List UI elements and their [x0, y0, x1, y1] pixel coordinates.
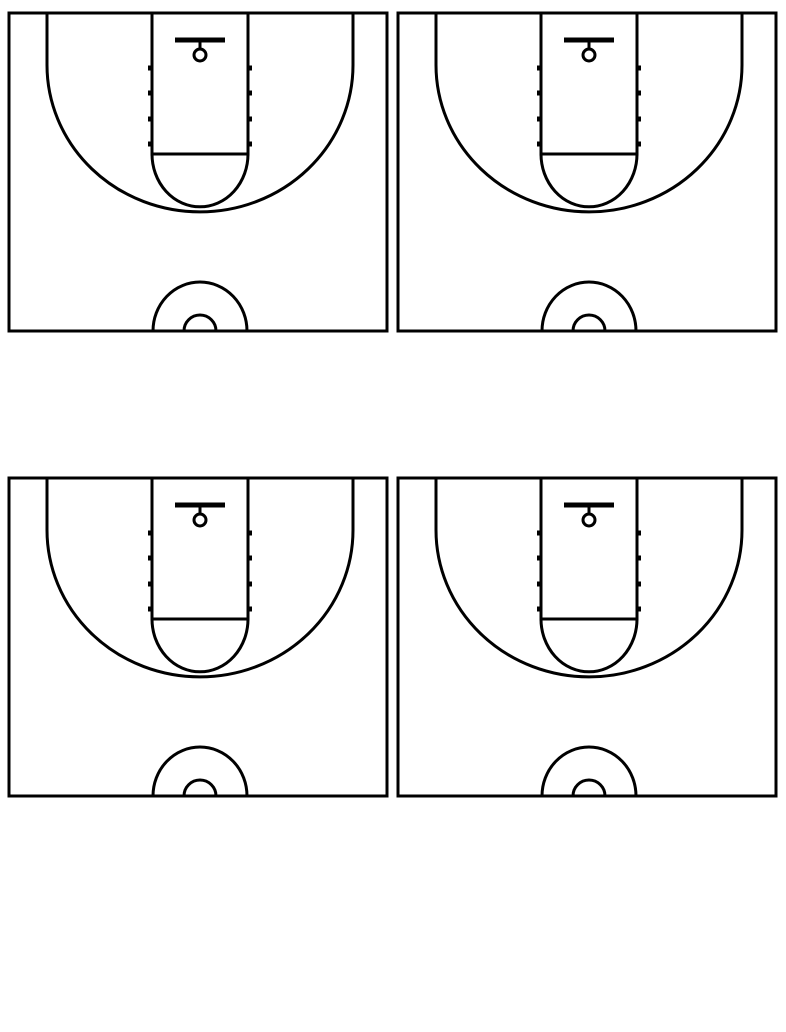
center-circle-inner: [571, 313, 607, 332]
free-throw-semicircle: [150, 153, 250, 209]
free-throw-lane: [150, 13, 250, 156]
center-circle-inner: [571, 778, 607, 797]
center-circle-inner: [182, 778, 218, 797]
free-throw-semicircle: [150, 618, 250, 674]
rim: [192, 512, 208, 528]
free-throw-lane: [150, 478, 250, 621]
three-point-line: [45, 478, 355, 679]
court-boundary: [7, 11, 389, 333]
three-point-line: [434, 478, 744, 679]
half-court-diagram-top-left: [7, 11, 389, 333]
half-court-diagram-bottom-left: [7, 476, 389, 798]
free-throw-lane: [539, 478, 639, 621]
free-throw-lane: [539, 13, 639, 156]
court-svg: [7, 476, 389, 798]
rim: [581, 47, 597, 63]
half-court-diagram-bottom-right: [396, 476, 778, 798]
court-boundary: [396, 476, 778, 798]
court-svg: [396, 11, 778, 333]
three-point-line: [434, 13, 744, 214]
court-boundary: [7, 476, 389, 798]
court-svg: [7, 11, 389, 333]
free-throw-semicircle: [539, 153, 639, 209]
three-point-line: [45, 13, 355, 214]
court-boundary: [396, 11, 778, 333]
free-throw-semicircle: [539, 618, 639, 674]
rim: [192, 47, 208, 63]
center-circle-outer: [151, 280, 249, 332]
center-circle-outer: [151, 745, 249, 797]
center-circle-outer: [540, 745, 638, 797]
center-circle-inner: [182, 313, 218, 332]
half-court-diagram-top-right: [396, 11, 778, 333]
rim: [581, 512, 597, 528]
center-circle-outer: [540, 280, 638, 332]
court-svg: [396, 476, 778, 798]
